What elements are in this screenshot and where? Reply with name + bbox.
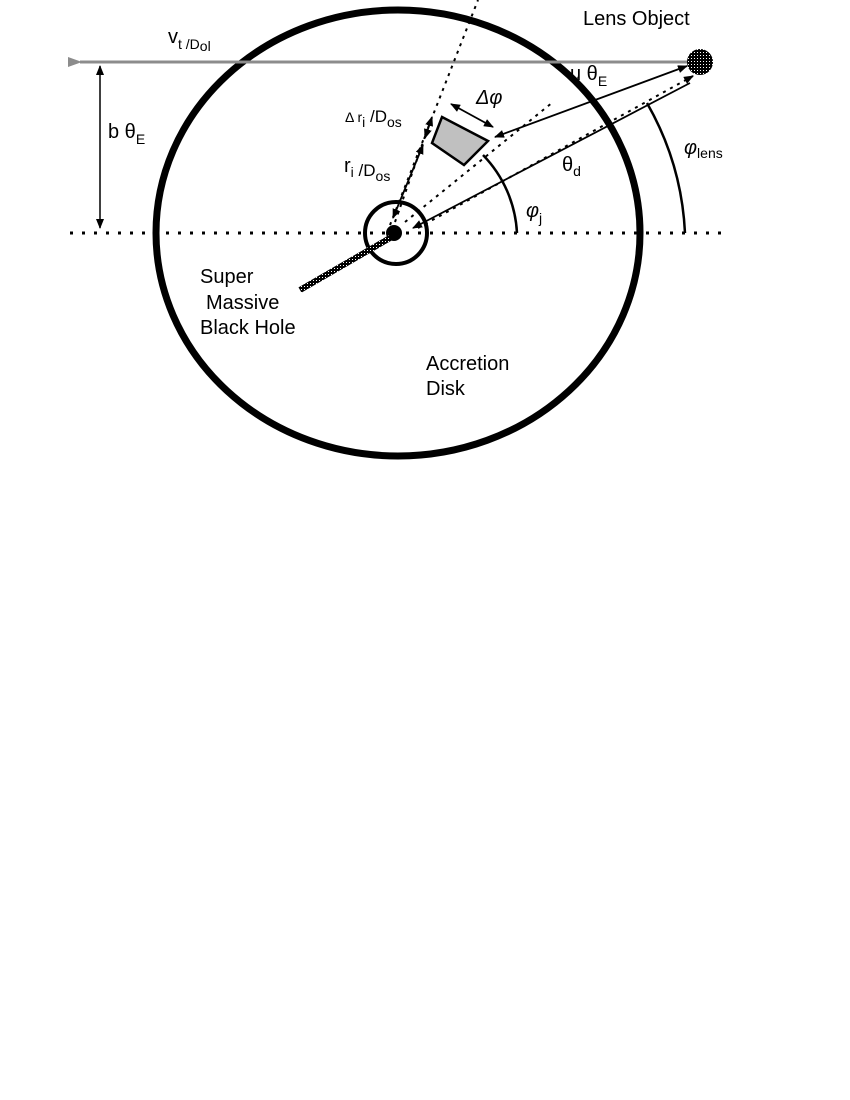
delta-r-label: Δ r — [345, 109, 362, 125]
phi-j-arc — [482, 154, 519, 234]
r-i-sub: i — [351, 164, 354, 180]
disk-label-line1: Accretion — [426, 353, 509, 375]
delta-phi-arrow — [450, 103, 494, 128]
delta-r-rest: /D — [365, 107, 387, 126]
delta-r-subsub: os — [387, 114, 402, 130]
u-theta-arrow — [494, 65, 688, 138]
svg-text:u θE: u θE — [570, 63, 607, 89]
impact-sub: E — [136, 131, 145, 147]
delta-phi-label: Δφ — [475, 87, 502, 109]
r-i-label: r — [344, 155, 351, 177]
smbh-label-line2: Massive — [206, 292, 279, 314]
r-i-subsub: os — [376, 168, 391, 184]
phi-lens-arc — [645, 102, 687, 234]
accretion-disk-outline — [152, 6, 644, 460]
impact-label: b θ — [108, 121, 136, 143]
svg-text:θd: θd — [562, 154, 581, 179]
velocity-subsub: ol — [200, 38, 211, 54]
theta-d-label: θ — [562, 154, 573, 176]
smbh-label-line3: Black Hole — [200, 317, 296, 339]
svg-text:Δ ri /Dos: Δ ri /Dos — [345, 107, 402, 130]
svg-text:Δφ: Δφ — [475, 87, 502, 109]
phi-j-sub: j — [538, 210, 542, 226]
u-theta-sub: E — [598, 73, 607, 89]
lens-object — [687, 49, 713, 75]
svg-text:φj: φj — [526, 200, 542, 226]
phi-lens-label: φ — [684, 137, 697, 159]
u-theta-label: u θ — [570, 63, 598, 85]
black-hole — [386, 225, 402, 241]
disk-label-line2: Disk — [426, 378, 466, 400]
delta-r-sub: i — [362, 114, 365, 130]
lens-object-label: Lens Object — [583, 8, 690, 30]
emitting-region — [430, 115, 491, 167]
svg-text:b θE: b θE — [108, 121, 145, 147]
phi-j-label: φ — [526, 200, 539, 222]
theta-d-sub: d — [573, 163, 581, 179]
svg-text:vt /Dol: vt /Dol — [168, 26, 211, 54]
black-hole-pointer — [298, 235, 392, 293]
svg-text:Lens Object: Lens Object — [583, 8, 690, 30]
smbh-label-line1: Super — [200, 266, 254, 288]
phi-lens-sub: lens — [697, 145, 723, 161]
r-i-rest: /D — [354, 161, 376, 180]
velocity-sub: t /D — [178, 36, 200, 52]
svg-text:φlens: φlens — [684, 137, 723, 161]
r-i-arrow — [392, 144, 424, 219]
velocity-label: v — [168, 26, 178, 48]
delta-r-arrow — [424, 116, 433, 139]
svg-text:ri /Dos: ri /Dos — [344, 155, 390, 184]
